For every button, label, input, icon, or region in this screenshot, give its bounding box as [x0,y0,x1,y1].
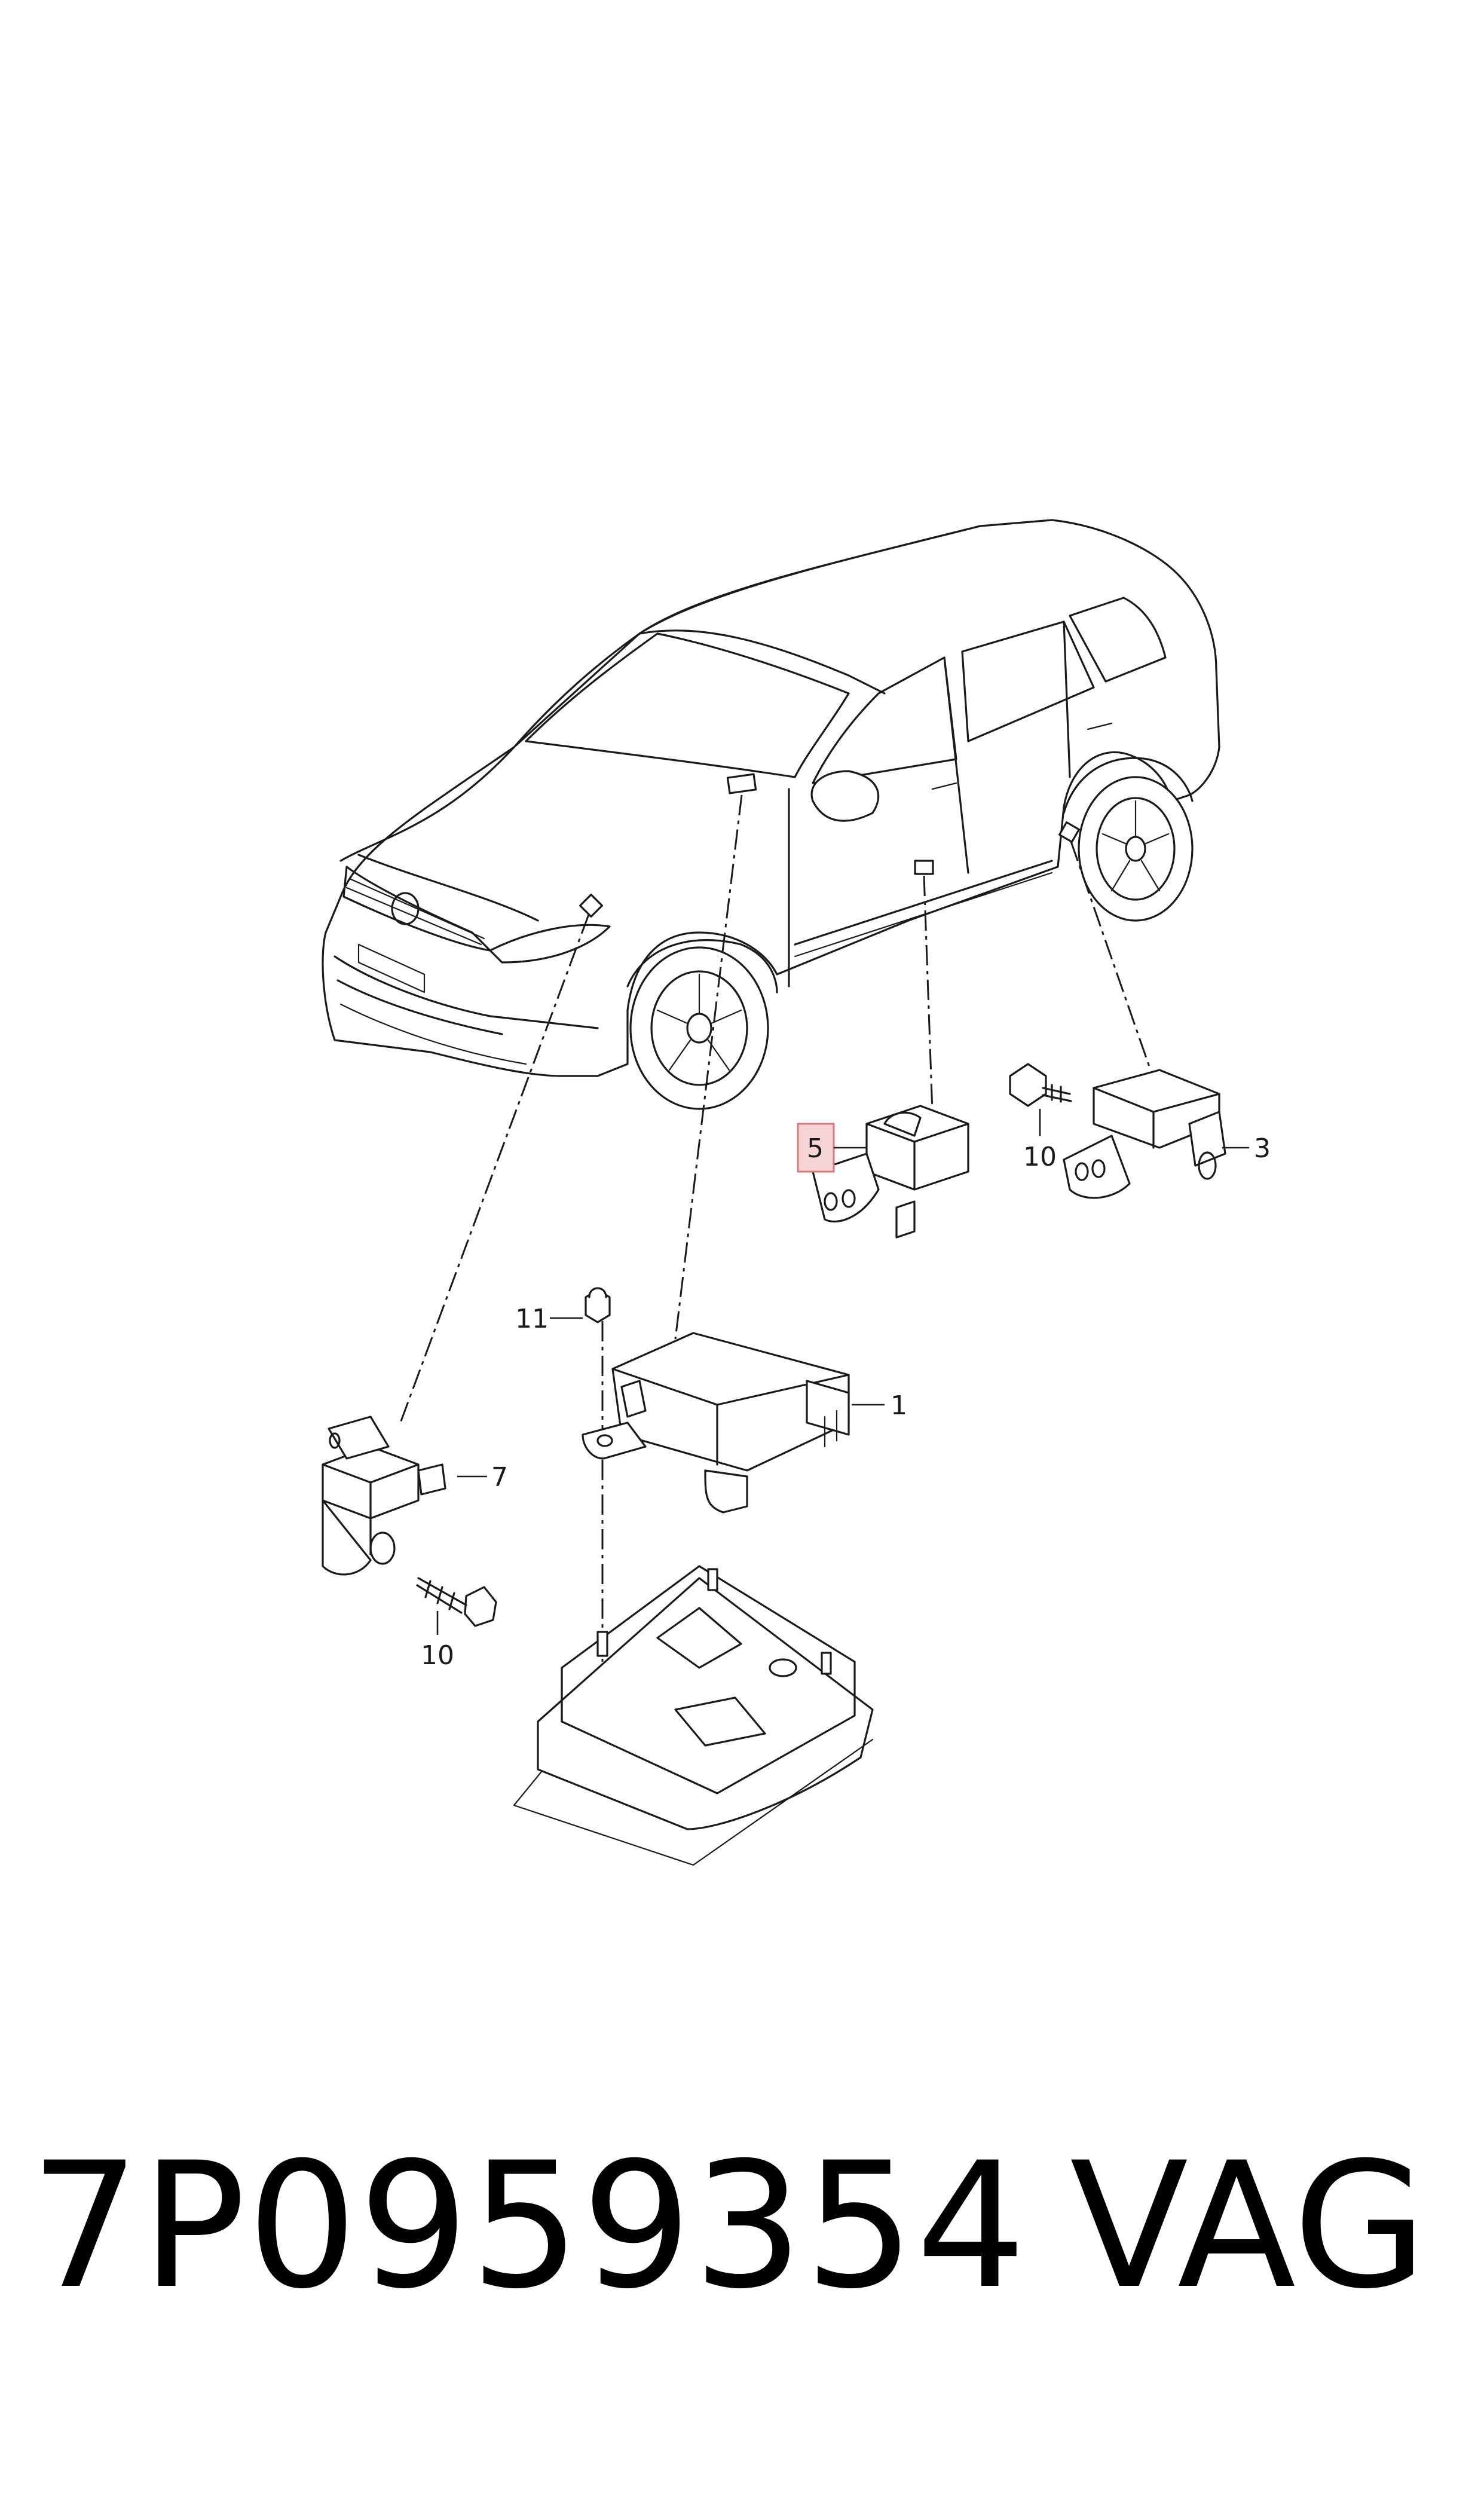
callout-10-upper-label: 10 [1023,1142,1057,1172]
callout-10-lower-label: 10 [421,1640,454,1671]
callout-7: 7 [457,1462,508,1493]
callout-10-lower: 10 [421,1611,454,1671]
vehicle-illustration [322,519,1220,1110]
bolt-part-10-upper [1009,1063,1072,1107]
bolt-part-10-lower [416,1577,497,1627]
callout-3: 3 [1222,1133,1271,1164]
part-number-text: 7P0959354 [30,2126,1027,2327]
callout-5-label: 5 [807,1133,824,1164]
callout-7-label: 7 [491,1462,508,1493]
sensor-part-3 [1063,1069,1226,1199]
nut-part-11 [585,1287,611,1323]
mounting-bracket [513,1565,874,1866]
callout-5-highlighted: 5 [797,1123,867,1173]
callout-11-label: 11 [515,1304,549,1334]
brand-text: VAG [1070,2126,1427,2327]
callout-3-label: 3 [1254,1133,1271,1164]
callout-1: 1 [852,1390,907,1421]
leader-lines [399,794,1152,1662]
sensor-part-7 [322,1416,446,1576]
callout-10-upper: 10 [1023,1109,1057,1172]
callout-1-label: 1 [891,1390,907,1421]
control-unit-part-1 [582,1332,850,1514]
callout-11: 11 [515,1304,583,1334]
sensor-part-5 [812,1105,969,1239]
